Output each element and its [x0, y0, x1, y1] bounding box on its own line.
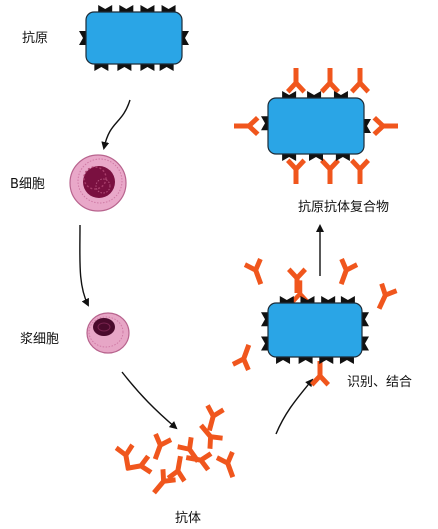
label-b-cell: B细胞 — [10, 177, 45, 192]
antigen-receptor-spike — [119, 5, 134, 12]
antigen-receptor-spike — [340, 296, 355, 303]
antigen-receptor-spike — [321, 296, 336, 303]
antibody — [114, 443, 135, 471]
antibody — [185, 451, 213, 472]
label-antibody: 抗体 — [175, 511, 201, 526]
antigen-receptor-spike — [279, 296, 294, 303]
antigen-receptor-spike — [261, 116, 268, 131]
antigen-receptor-spike — [182, 31, 189, 45]
antibody — [286, 68, 306, 94]
antigen-receptor-spike — [159, 64, 174, 71]
complex-antibodies — [234, 68, 398, 184]
b-cell — [69, 154, 127, 212]
antibody — [310, 361, 330, 387]
label-plasma-cell: 浆细胞 — [20, 332, 59, 347]
binding-antigen — [261, 296, 369, 364]
label-antigen: 抗原 — [22, 31, 48, 46]
antibody — [291, 280, 309, 304]
antigen-receptor-spike — [282, 91, 297, 98]
antibody — [234, 116, 260, 136]
antigen-receptor-spike — [94, 64, 109, 71]
arrow-bcell-to-plasma — [79, 224, 89, 307]
antigen-receptor-spike — [364, 119, 371, 133]
label-recognize-bind: 识别、结合 — [347, 375, 412, 390]
arrow-antigen-to-bcell — [101, 99, 131, 150]
antibody — [287, 267, 307, 293]
plasma-cell-nucleus — [93, 318, 115, 336]
antigen-receptor-spike — [261, 336, 268, 351]
antibody — [243, 257, 264, 286]
antigen — [79, 5, 189, 71]
antigen-receptor-spike — [261, 312, 268, 327]
antibody — [338, 257, 359, 286]
antibody — [166, 455, 187, 483]
antigen-receptor-spike — [298, 357, 313, 364]
antigen-receptor-spike — [98, 5, 113, 12]
antigen-receptor-spike — [333, 91, 348, 98]
antibody — [231, 343, 252, 372]
antibody — [205, 404, 225, 432]
antibody — [372, 116, 398, 136]
antibody — [152, 432, 173, 461]
antigen-receptor-spike — [117, 64, 132, 71]
antigen-receptor-spike — [79, 31, 86, 45]
antibody-cluster — [114, 404, 236, 495]
antibody — [320, 68, 340, 94]
antigen-receptor-spike — [362, 336, 369, 351]
antibody — [215, 450, 236, 479]
antibody — [320, 158, 340, 184]
antibody — [286, 158, 306, 184]
binding-antibodies — [231, 257, 398, 387]
binding-antigen-body — [267, 302, 363, 358]
antigen-receptor-spike — [140, 5, 155, 12]
antigen-receptor-spike — [161, 5, 176, 12]
antigen-receptor-spike — [362, 312, 369, 327]
antigen-receptor-spike — [335, 154, 350, 161]
antigen-receptor-spike — [140, 64, 155, 71]
antibody — [152, 469, 176, 495]
antibody — [350, 68, 370, 94]
b-cell-nucleus — [83, 166, 115, 198]
antibody — [350, 158, 370, 184]
antibody — [199, 423, 223, 449]
antigen-receptor-spike — [339, 357, 354, 364]
antibody — [376, 282, 398, 310]
antigen-receptor-spike — [307, 91, 322, 98]
arrow-antibody-to-binding — [275, 378, 314, 435]
antibody — [177, 436, 201, 463]
antigen-receptor-spike — [282, 154, 297, 161]
antigen-receptor-spike — [319, 357, 334, 364]
arrow-plasma-to-antibody — [121, 371, 178, 430]
plasma-cell — [86, 312, 130, 354]
antigen-receptor-spike — [309, 154, 323, 161]
antigen-body — [85, 11, 183, 65]
antigen-receptor-spike — [276, 357, 291, 364]
label-complex: 抗原抗体复合物 — [298, 200, 389, 215]
complex-antigen-body — [267, 97, 365, 155]
antibody — [125, 454, 153, 475]
antigen-antibody-complex — [261, 91, 371, 161]
antigen-receptor-spike — [300, 296, 315, 303]
